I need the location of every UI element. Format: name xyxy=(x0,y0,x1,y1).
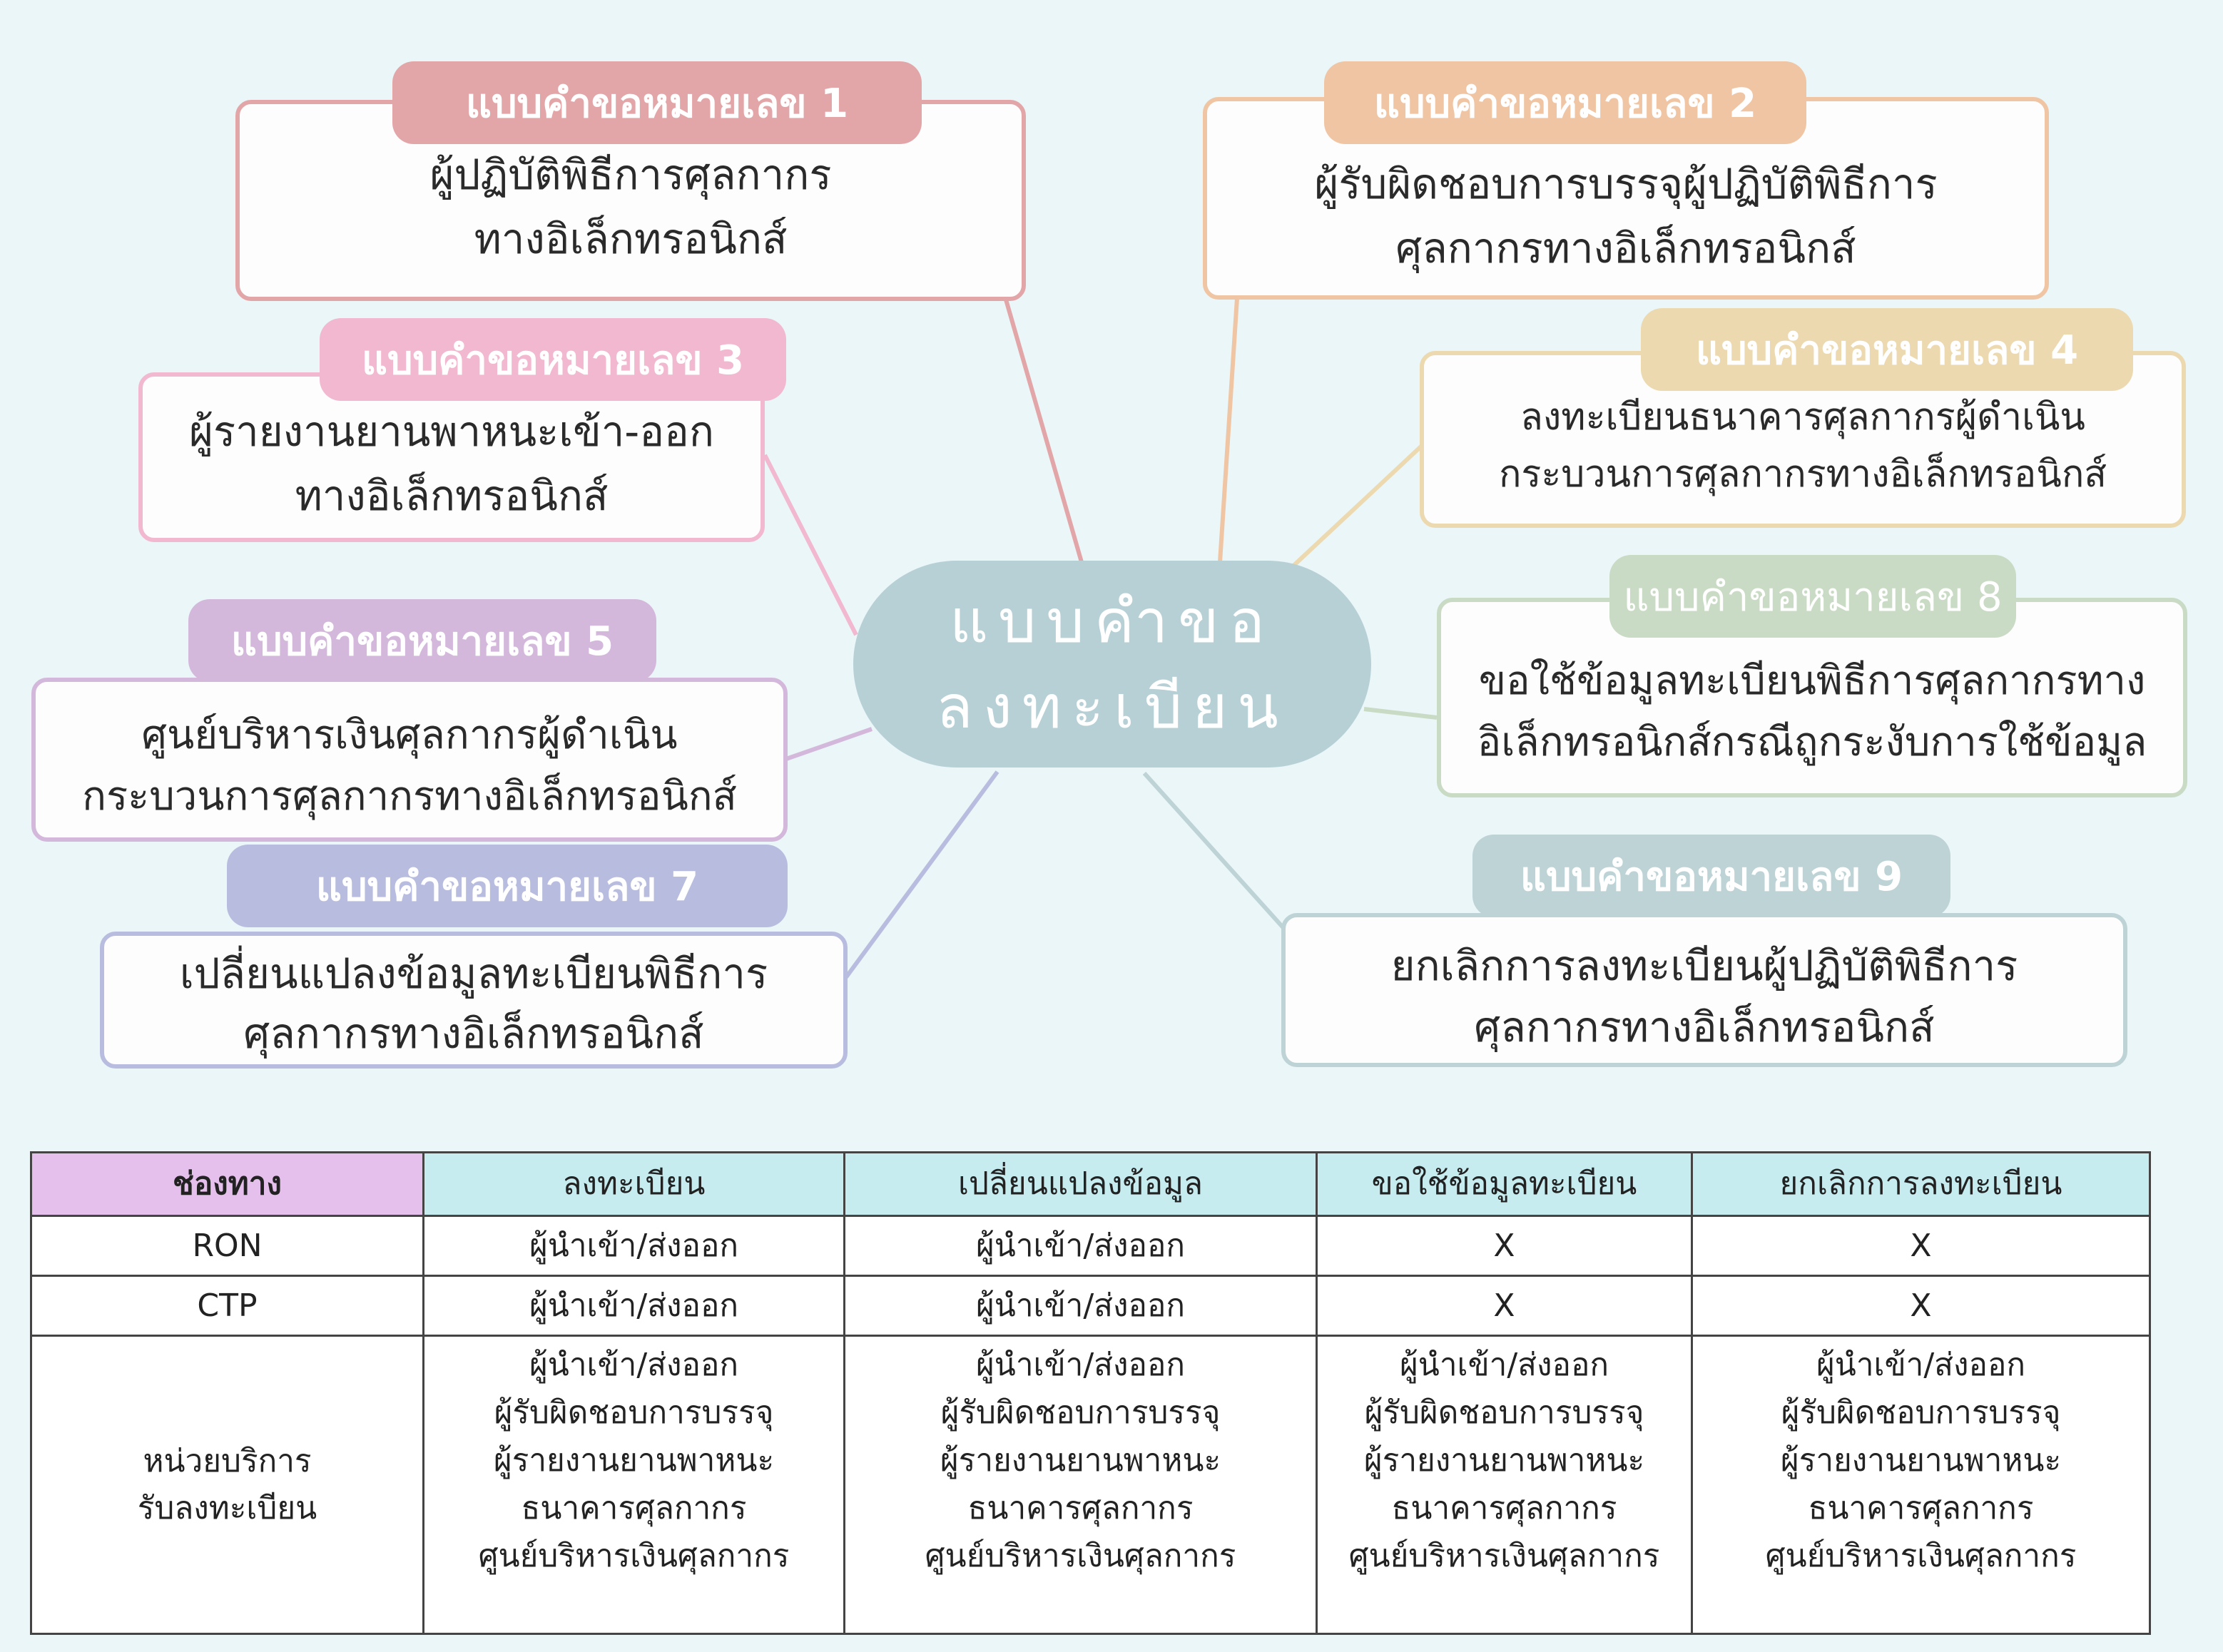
form-5-line2: กระบวนการศุลกากรทางอิเล็กทรอนิกส์ xyxy=(82,773,737,820)
connector-form-9 xyxy=(1142,771,1286,931)
form-5-box: ศูนย์บริหารเงินศุลกากรผู้ดำเนิน กระบวนกา… xyxy=(31,678,788,842)
list-item: ผู้นำเข้า/ส่งออก xyxy=(1816,1347,2026,1383)
form-7-line2: ศุลกากรทางอิเล็กทรอนิกส์ xyxy=(243,1009,704,1058)
table-header-row: ช่องทาง ลงทะเบียน เปลี่ยนแปลงข้อมูล ขอใช… xyxy=(30,1151,2151,1217)
table-cell: ผู้นำเข้า/ส่งออก xyxy=(422,1275,845,1337)
form-8-line1: ขอใช้ข้อมูลทะเบียนพิธีการศุลกากรทาง xyxy=(1478,658,2146,704)
table-cell: X xyxy=(1316,1275,1693,1337)
list-item: ผู้รับผิดชอบการบรรจุ xyxy=(494,1394,774,1431)
form-8-tag: แบบคำขอหมายเลข 8 xyxy=(1609,555,2016,638)
form-1-line2: ทางอิเล็กทรอนิกส์ xyxy=(474,215,788,263)
list-item: ผู้รายงานยานพาหนะ xyxy=(940,1442,1221,1479)
connector-form-8 xyxy=(1363,707,1438,720)
service-units-cancel: ผู้นำเข้า/ส่งออก ผู้รับผิดชอบการบรรจุ ผู… xyxy=(1691,1335,2151,1635)
service-units-register: ผู้นำเข้า/ส่งออก ผู้รับผิดชอบการบรรจุ ผู… xyxy=(422,1335,845,1635)
center-title-line1: แบบคำขอ xyxy=(949,586,1275,656)
list-item: ผู้นำเข้า/ส่งออก xyxy=(975,1347,1186,1383)
list-item: ผู้รับผิดชอบการบรรจุ xyxy=(1364,1394,1644,1431)
form-7-box: เปลี่ยนแปลงข้อมูลทะเบียนพิธีการ ศุลกากรท… xyxy=(100,932,848,1069)
list-item: ธนาคารศุลกากร xyxy=(1391,1490,1617,1526)
connector-form-1 xyxy=(1004,299,1084,563)
form-3-line1: ผู้รายงานยานพาหนะเข้า-ออก xyxy=(188,407,715,456)
form-9-tag: แบบคำขอหมายเลข 9 xyxy=(1472,835,1950,917)
connector-form-4 xyxy=(1291,442,1426,568)
service-units-label-line2: รับลงทะเบียน xyxy=(137,1489,317,1526)
table-row-service-units: หน่วยบริการ รับลงทะเบียน ผู้นำเข้า/ส่งออ… xyxy=(30,1335,2151,1635)
form-5-tag: แบบคำขอหมายเลข 5 xyxy=(188,599,656,682)
form-2-line1: ผู้รับผิดชอบการบรรจุผู้ปฏิบัติพิธีการ xyxy=(1314,160,1938,208)
list-item: ผู้นำเข้า/ส่งออก xyxy=(1399,1347,1609,1383)
list-item: ผู้รับผิดชอบการบรรจุ xyxy=(1781,1394,2061,1431)
form-1-line1: ผู้ปฏิบัติพิธีการศุลกากร xyxy=(429,151,832,199)
table-cell: X xyxy=(1691,1215,2151,1277)
form-8-line2: อิเล็กทรอนิกส์กรณีถูกระงับการใช้ข้อมูล xyxy=(1477,719,2147,765)
table-cell: ผู้นำเข้า/ส่งออก xyxy=(843,1215,1318,1277)
form-9-line2: ศุลกากรทางอิเล็กทรอนิกส์ xyxy=(1474,1003,1935,1051)
table-cell: ผู้นำเข้า/ส่งออก xyxy=(843,1275,1318,1337)
form-4-tag: แบบคำขอหมายเลข 4 xyxy=(1641,308,2133,391)
header-change-data: เปลี่ยนแปลงข้อมูล xyxy=(843,1151,1318,1217)
list-item: ผู้รายงานยานพาหนะ xyxy=(493,1442,775,1479)
list-item: ผู้รับผิดชอบการบรรจุ xyxy=(940,1394,1221,1431)
table-cell: X xyxy=(1691,1275,2151,1337)
table-row: CTP ผู้นำเข้า/ส่งออก ผู้นำเข้า/ส่งออก X … xyxy=(30,1275,2151,1337)
form-7-tag: แบบคำขอหมายเลข 7 xyxy=(227,845,788,927)
list-item: ธนาคารศุลกากร xyxy=(521,1490,747,1526)
table-cell: ผู้นำเข้า/ส่งออก xyxy=(422,1215,845,1277)
list-item: ธนาคารศุลกากร xyxy=(967,1490,1194,1526)
center-node: แบบคำขอ ลงทะเบียน xyxy=(853,561,1371,768)
table-cell: RON xyxy=(30,1215,424,1277)
header-register: ลงทะเบียน xyxy=(422,1151,845,1217)
table-cell: CTP xyxy=(30,1275,424,1337)
service-units-label: หน่วยบริการ รับลงทะเบียน xyxy=(30,1335,424,1635)
list-item: ผู้รายงานยานพาหนะ xyxy=(1363,1442,1645,1479)
form-1-tag: แบบคำขอหมายเลข 1 xyxy=(392,61,922,144)
header-request-data: ขอใช้ข้อมูลทะเบียน xyxy=(1316,1151,1693,1217)
form-9-box: ยกเลิกการลงทะเบียนผู้ปฏิบัติพิธีการ ศุลก… xyxy=(1281,913,2127,1067)
connector-form-7 xyxy=(844,770,999,979)
service-units-request: ผู้นำเข้า/ส่งออก ผู้รับผิดชอบการบรรจุ ผู… xyxy=(1316,1335,1693,1635)
list-item: ศูนย์บริหารเงินศุลกากร xyxy=(478,1538,790,1574)
list-item: ศูนย์บริหารเงินศุลกากร xyxy=(1765,1538,2077,1574)
form-4-line2: กระบวนการศุลกากรทางอิเล็กทรอนิกส์ xyxy=(1498,453,2107,496)
form-3-tag: แบบคำขอหมายเลข 3 xyxy=(320,318,786,401)
channels-table: ช่องทาง ลงทะเบียน เปลี่ยนแปลงข้อมูล ขอใช… xyxy=(30,1151,2151,1635)
list-item: ผู้รายงานยานพาหนะ xyxy=(1780,1442,2062,1479)
list-item: ธนาคารศุลกากร xyxy=(1808,1490,2034,1526)
list-item: ผู้นำเข้า/ส่งออก xyxy=(529,1347,739,1383)
list-item: ศูนย์บริหารเงินศุลกากร xyxy=(925,1538,1236,1574)
header-channel: ช่องทาง xyxy=(30,1151,424,1217)
header-cancel: ยกเลิกการลงทะเบียน xyxy=(1691,1151,2151,1217)
table-row: RON ผู้นำเข้า/ส่งออก ผู้นำเข้า/ส่งออก X … xyxy=(30,1215,2151,1277)
connector-form-3 xyxy=(763,454,858,636)
form-2-tag: แบบคำขอหมายเลข 2 xyxy=(1324,61,1806,144)
service-units-label-line1: หน่วยบริการ xyxy=(143,1442,312,1479)
connector-form-2 xyxy=(1218,297,1239,563)
list-item: ศูนย์บริหารเงินศุลกากร xyxy=(1348,1538,1660,1574)
form-7-line1: เปลี่ยนแปลงข้อมูลทะเบียนพิธีการ xyxy=(179,949,768,998)
form-3-line2: ทางอิเล็กทรอนิกส์ xyxy=(295,471,609,520)
form-4-line1: ลงทะเบียนธนาคารศุลกากรผู้ดำเนิน xyxy=(1520,396,2085,439)
table-cell: X xyxy=(1316,1215,1693,1277)
center-title-line2: ลงทะเบียน xyxy=(936,672,1288,742)
connector-form-5 xyxy=(785,727,873,761)
service-units-change: ผู้นำเข้า/ส่งออก ผู้รับผิดชอบการบรรจุ ผู… xyxy=(843,1335,1318,1635)
form-9-line1: ยกเลิกการลงทะเบียนผู้ปฏิบัติพิธีการ xyxy=(1390,942,2018,990)
form-5-line1: ศูนย์บริหารเงินศุลกากรผู้ดำเนิน xyxy=(141,712,678,758)
form-2-line2: ศุลกากรทางอิเล็กทรอนิกส์ xyxy=(1395,224,1856,272)
